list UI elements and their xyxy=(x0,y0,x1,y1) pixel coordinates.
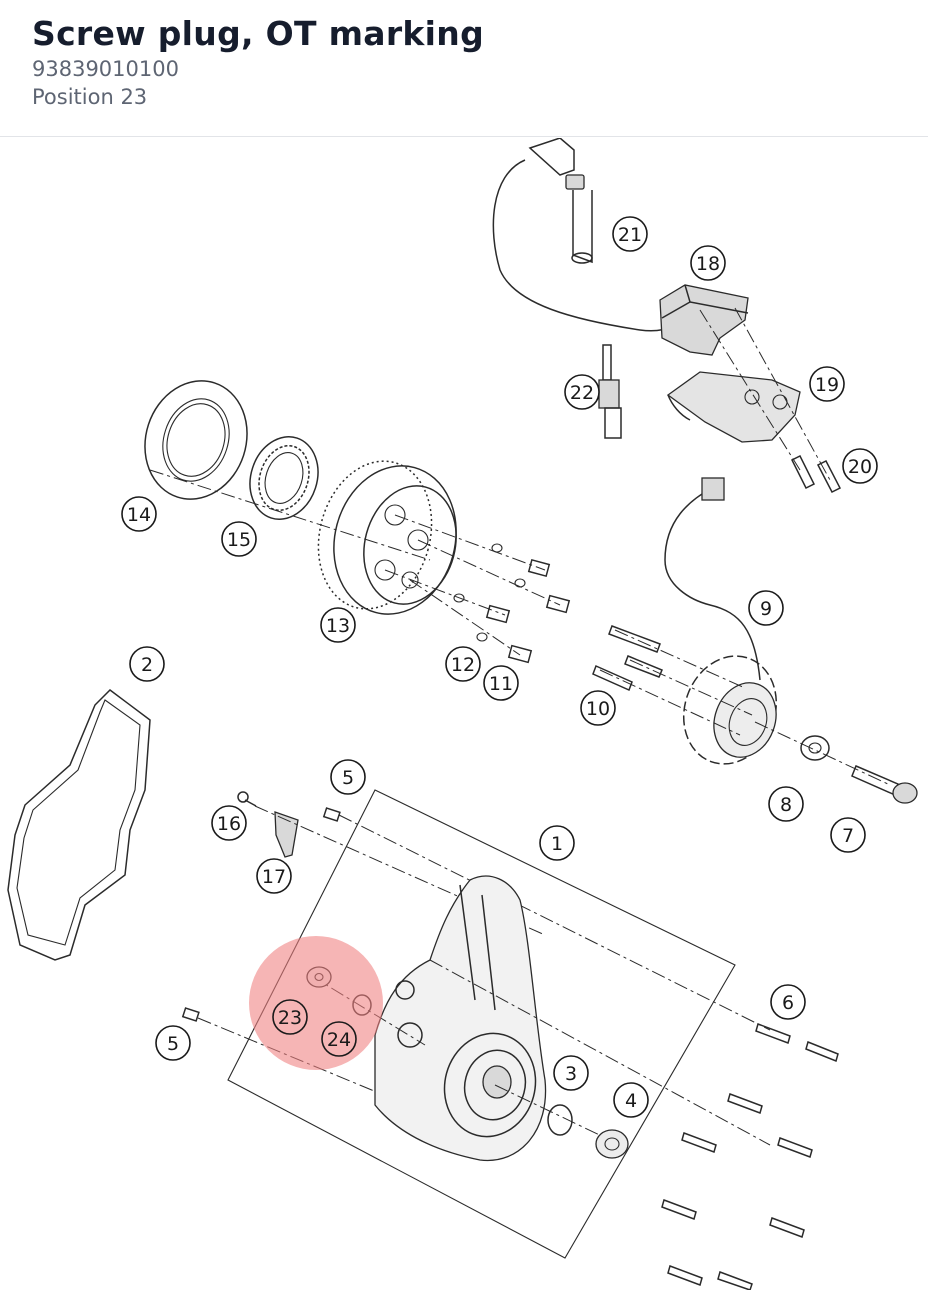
cover-screws-drawing xyxy=(661,1023,839,1290)
callout-circle xyxy=(330,759,366,795)
callout-number: 14 xyxy=(127,504,151,526)
callout-number: 5 xyxy=(342,767,354,789)
position-label: Position 23 xyxy=(32,85,148,109)
flywheel-drawing xyxy=(317,460,457,615)
callout-8[interactable]: 8 xyxy=(768,786,804,822)
callout-circle xyxy=(445,646,481,682)
callout-number: 8 xyxy=(780,794,792,816)
callout-1[interactable]: 1 xyxy=(539,825,575,861)
callout-number: 24 xyxy=(327,1029,351,1051)
callout-10[interactable]: 10 xyxy=(580,690,616,726)
ignition-coil-drawing xyxy=(659,284,842,494)
gasket-drawing xyxy=(7,689,151,961)
callout-19[interactable]: 19 xyxy=(809,366,845,402)
callout-number: 19 xyxy=(815,374,839,396)
callout-number: 15 xyxy=(227,529,251,551)
stator-drawing xyxy=(664,477,778,765)
part-header: Screw plug, OT marking 93839010100 Posit… xyxy=(0,0,928,137)
callout-16[interactable]: 16 xyxy=(211,805,247,841)
callout-number: 21 xyxy=(618,224,642,246)
page-title: Screw plug, OT marking xyxy=(32,14,484,53)
callout-number: 9 xyxy=(760,598,772,620)
callout-circle xyxy=(483,665,519,701)
callout-6[interactable]: 6 xyxy=(770,984,806,1020)
callout-11[interactable]: 11 xyxy=(483,665,519,701)
callout-number: 6 xyxy=(782,992,794,1014)
callout-circle xyxy=(553,1055,589,1091)
spark-plug-drawing xyxy=(598,344,622,439)
callout-number: 3 xyxy=(565,1063,577,1085)
sensor-drawing xyxy=(181,791,341,1022)
callout-number: 13 xyxy=(326,615,350,637)
callout-circle xyxy=(580,690,616,726)
selected-part-highlight xyxy=(249,936,383,1070)
callout-number: 16 xyxy=(217,813,241,835)
part-number: 93839010100 xyxy=(32,57,179,81)
callout-circle xyxy=(809,366,845,402)
flywheel-bolts-drawing xyxy=(453,543,571,664)
callout-4[interactable]: 4 xyxy=(613,1082,649,1118)
ignition-cable-drawing xyxy=(492,138,673,332)
callout-number: 18 xyxy=(696,253,720,275)
callout-number: 2 xyxy=(141,654,153,676)
callout-number: 22 xyxy=(570,382,594,404)
callout-12[interactable]: 12 xyxy=(445,646,481,682)
callout-number: 7 xyxy=(842,825,854,847)
callout-circle xyxy=(768,786,804,822)
callout-circle xyxy=(612,216,648,252)
callout-circle xyxy=(221,521,257,557)
stator-screws-drawing xyxy=(592,625,918,804)
callout-3[interactable]: 3 xyxy=(553,1055,589,1091)
callout-13[interactable]: 13 xyxy=(320,607,356,643)
callout-7[interactable]: 7 xyxy=(830,817,866,853)
callout-number: 20 xyxy=(848,456,872,478)
callout-circle xyxy=(842,448,878,484)
callout-18[interactable]: 18 xyxy=(690,245,726,281)
callout-circle xyxy=(129,646,165,682)
callout-24[interactable]: 24 xyxy=(321,1021,357,1057)
callout-14[interactable]: 14 xyxy=(121,496,157,532)
callout-20[interactable]: 20 xyxy=(842,448,878,484)
callout-number: 12 xyxy=(451,654,475,676)
callout-22[interactable]: 22 xyxy=(564,374,600,410)
callout-circle xyxy=(613,1082,649,1118)
freewheel-bearing-drawing xyxy=(249,436,319,520)
callout-9[interactable]: 9 xyxy=(748,590,784,626)
callout-circle xyxy=(770,984,806,1020)
callout-circle xyxy=(830,817,866,853)
callout-21[interactable]: 21 xyxy=(612,216,648,252)
callout-circle xyxy=(564,374,600,410)
cover-plate-drawing xyxy=(144,380,248,500)
callout-17[interactable]: 17 xyxy=(256,858,292,894)
callout-circle xyxy=(539,825,575,861)
callout-circle xyxy=(121,496,157,532)
callout-5[interactable]: 5 xyxy=(330,759,366,795)
callout-number: 23 xyxy=(278,1007,302,1029)
callout-circle xyxy=(272,999,308,1035)
callout-number: 1 xyxy=(551,833,563,855)
callout-number: 10 xyxy=(586,698,610,720)
callout-number: 5 xyxy=(167,1033,179,1055)
callout-circle xyxy=(690,245,726,281)
callout-15[interactable]: 15 xyxy=(221,521,257,557)
callout-circle xyxy=(320,607,356,643)
callout-circle xyxy=(321,1021,357,1057)
callout-number: 4 xyxy=(625,1090,637,1112)
callout-circle xyxy=(748,590,784,626)
callout-2[interactable]: 2 xyxy=(129,646,165,682)
callout-23[interactable]: 23 xyxy=(272,999,308,1035)
callout-5[interactable]: 5 xyxy=(155,1025,191,1061)
callout-number: 17 xyxy=(262,866,286,888)
callout-number: 11 xyxy=(489,673,513,695)
callout-circle xyxy=(155,1025,191,1061)
ignition-cover-drawing xyxy=(374,875,547,1162)
callout-circle xyxy=(256,858,292,894)
callout-circle xyxy=(211,805,247,841)
